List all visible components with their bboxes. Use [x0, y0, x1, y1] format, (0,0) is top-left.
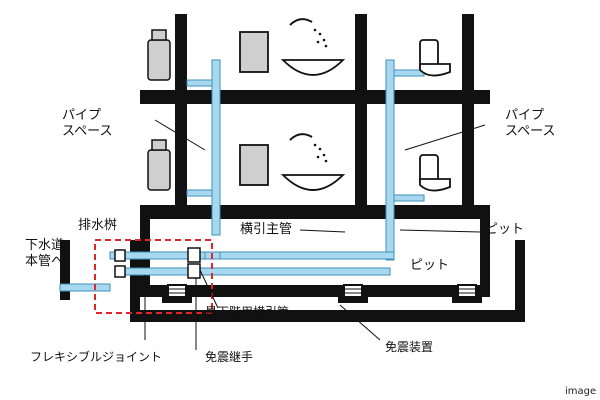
branch-upper-right — [393, 69, 425, 77]
outer-wall-left — [130, 240, 140, 322]
vertical-pipe-right — [385, 59, 395, 261]
vertical-pipe-left — [211, 59, 221, 236]
leader-lines — [144, 119, 486, 350]
flexible-joints — [114, 249, 126, 278]
column-mid — [355, 104, 367, 205]
sewer-main-label: 下水道 本管へ — [25, 238, 65, 270]
basin-icon — [239, 31, 346, 76]
middle-slab — [140, 205, 490, 219]
toilet-icon — [419, 154, 451, 192]
seismic-isolator-icon — [162, 284, 192, 303]
corner-tag: image — [565, 386, 597, 397]
lowest-floor-pipe-label: 最下階用横引管 — [205, 305, 290, 319]
branch-mid-right — [393, 194, 425, 202]
drain-pipes — [59, 59, 425, 292]
seismic-isolators — [162, 284, 482, 303]
upper-beam-right — [355, 14, 367, 90]
horizontal-main-label: 横引主管 — [240, 222, 293, 237]
pit-floor — [140, 285, 490, 297]
seismic-joint — [187, 263, 201, 279]
pipe-space-left-label: パイプ スペース — [62, 108, 113, 140]
pipe-space-right-label: パイプ スペース — [505, 108, 556, 140]
basin-icon — [239, 144, 346, 191]
toilet-icon — [419, 39, 451, 77]
fixtures — [147, 18, 451, 192]
faucet-icon — [289, 18, 313, 26]
outer-base — [130, 310, 525, 322]
branch-mid-left — [186, 189, 213, 197]
seismic-joint — [187, 247, 201, 263]
ground-wall-left — [60, 240, 70, 300]
isolation-device-label: 免震装置 — [385, 340, 434, 354]
shower-spray-icon — [313, 28, 328, 48]
highlight-box — [94, 239, 213, 314]
flexible-joint-label: フレキシブルジョイント — [30, 350, 163, 364]
pit-upper-label: ピット — [485, 222, 525, 237]
pit-wall-right — [480, 219, 490, 297]
branch-upper-left — [186, 79, 213, 87]
faucet-icon — [289, 133, 313, 141]
upper-beam-left — [175, 14, 187, 90]
flexible-joint — [114, 265, 126, 278]
flexible-joint — [114, 249, 126, 262]
seismic-joint-label: 免震継手 — [205, 350, 254, 364]
column-right-low — [462, 104, 474, 205]
outlet-pipe — [59, 283, 111, 292]
pit-lower-label: ピット — [410, 258, 450, 273]
drain-basin-label: 排水桝 — [78, 218, 118, 233]
sink-icon — [147, 29, 171, 81]
seismic-joints — [187, 247, 201, 279]
roof-slab — [140, 90, 490, 104]
column-right-top — [462, 14, 474, 90]
seismic-isolator-icon — [338, 284, 368, 303]
basin-link-upper — [109, 251, 206, 260]
seismic-isolator-icon — [452, 284, 482, 303]
lowest-floor-horizontal-pipe — [114, 267, 391, 276]
shower-spray-icon — [313, 143, 328, 163]
sink-icon — [147, 139, 171, 191]
outer-wall-right — [515, 240, 525, 322]
main-horizontal-pipe — [219, 251, 395, 260]
column-left — [175, 104, 187, 205]
